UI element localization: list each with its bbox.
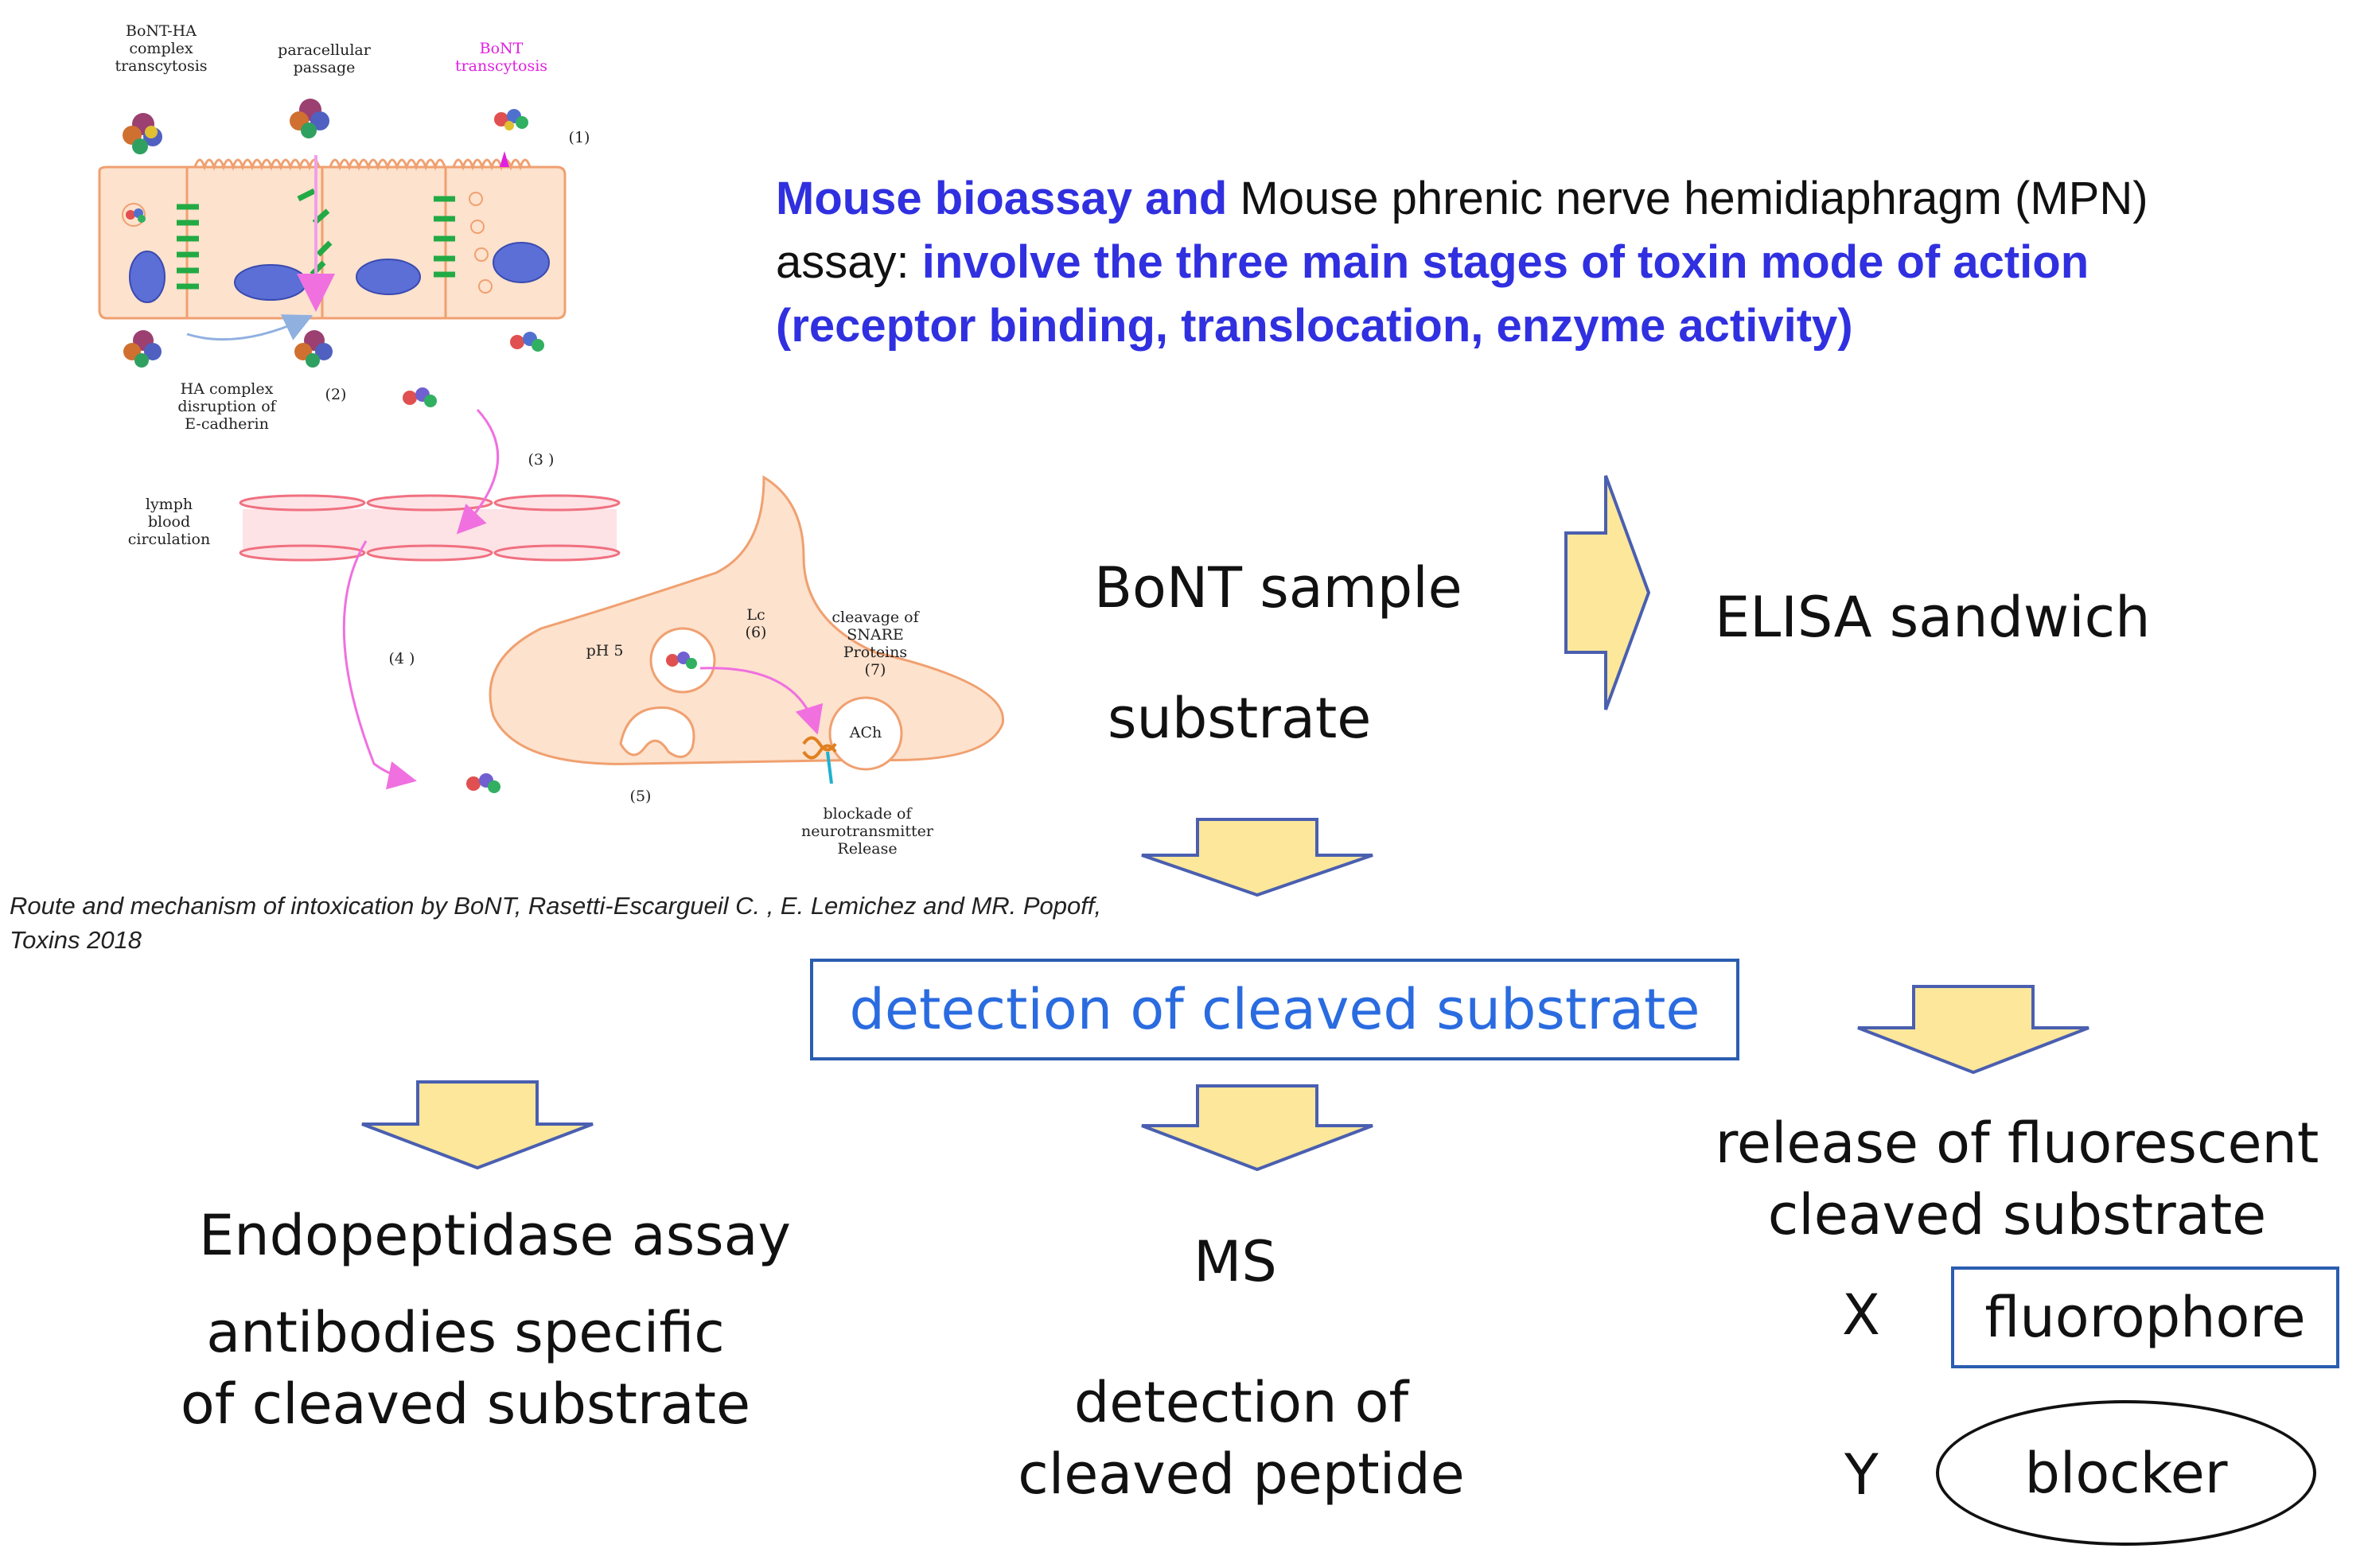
- nucleus-3: [356, 259, 421, 295]
- bont-ha-complex-bottom-1: [123, 330, 162, 368]
- nucleus-1: [129, 251, 166, 303]
- label-step-1: (1): [568, 129, 590, 146]
- label-bont-transcytosis: BoNT transcytosis: [454, 40, 548, 75]
- intro-stages: involve the three main stages of toxin m…: [921, 236, 2089, 288]
- intro-line-2: assay: involve the three main stages of …: [776, 231, 2148, 294]
- blocker-label: blocker: [2024, 1440, 2228, 1506]
- bont-sample-label: BoNT sample: [1094, 555, 1462, 621]
- ach-vesicle: [828, 696, 903, 771]
- epithelial-cell-3: [321, 165, 447, 320]
- label-step-3: (3 ): [528, 451, 555, 469]
- fluorophore-label: fluorophore: [1984, 1285, 2306, 1350]
- intoxication-diagram: [98, 99, 1005, 793]
- intro-text: Mouse bioassay and Mouse phrenic nerve h…: [776, 167, 2148, 358]
- detection-box-label: detection of cleaved substrate: [849, 977, 1700, 1042]
- bont-top: [494, 109, 528, 130]
- release-label: release of fluorescent cleaved substrate: [1715, 1111, 2319, 1247]
- blocker-ellipse: blocker: [1936, 1400, 2316, 1546]
- snare-stem: [826, 751, 833, 784]
- x-label: X: [1842, 1282, 1880, 1348]
- label-lc: Lc (6): [745, 606, 767, 641]
- arrow-right-elisa: [1564, 475, 1651, 710]
- fluorophore-box: fluorophore: [1951, 1266, 2339, 1368]
- label-step-4: (4 ): [388, 650, 415, 667]
- lc-arrow: [699, 667, 824, 735]
- microvilli: [193, 158, 532, 171]
- nerve-terminal: [489, 475, 1005, 765]
- bont-in-cell: [126, 208, 146, 223]
- substrate-label: substrate: [1108, 686, 1372, 751]
- label-ph5: pH 5: [586, 642, 624, 659]
- bont-bottom-right: [510, 332, 544, 352]
- epithelial-cell-4: [444, 165, 567, 320]
- nucleus-4: [493, 242, 550, 283]
- bont-free: [403, 387, 437, 407]
- label-ach: ACh: [849, 724, 882, 741]
- label-step-2: (2): [325, 386, 347, 403]
- cell-junctions: [177, 188, 455, 290]
- vesicles: [122, 192, 493, 294]
- bont-endosome: [666, 652, 697, 669]
- label-paracellular-passage: paracellular passage: [278, 41, 371, 76]
- bont-exit: [466, 773, 500, 793]
- snare-complex: [802, 736, 837, 760]
- bont-ha-complex-top: [123, 113, 162, 154]
- label-step-5: (5): [629, 788, 652, 805]
- arrow-down-right: [1857, 985, 2089, 1075]
- intro-line-3: (receptor binding, translocation, enzyme…: [776, 294, 2148, 358]
- epithelial-cells: [98, 158, 567, 320]
- bont-ha-complex-passage: [290, 99, 329, 138]
- label-cleavage-snare: cleavage of SNARE Proteins (7): [831, 609, 919, 679]
- endocytosis-pit: [619, 706, 695, 758]
- nucleus-2: [234, 264, 307, 301]
- label-ha-complex-disruption: HA complex disruption of E-cadherin: [177, 380, 276, 433]
- paracellular-arrow: [186, 314, 314, 341]
- arrow-down-left: [361, 1080, 594, 1170]
- bont-transcytosis-marker: [500, 151, 509, 167]
- arrow-to-blood: [456, 408, 500, 535]
- citation: Route and mechanism of intoxication by B…: [10, 892, 1102, 954]
- antibodies-label: antibodies specific of cleaved substrate: [180, 1300, 751, 1437]
- arrow-to-tissue: [342, 540, 417, 790]
- intro-line-1: Mouse bioassay and Mouse phrenic nerve h…: [776, 167, 2148, 231]
- elisa-label: ELISA sandwich: [1715, 585, 2151, 650]
- blood-vessel: [239, 494, 621, 562]
- label-bont-ha-transcytosis: BoNT-HA complex transcytosis: [115, 22, 208, 75]
- intro-mpn: Mouse phrenic nerve hemidiaphragm (MPN): [1227, 173, 2148, 224]
- ms-label: MS: [1194, 1229, 1277, 1294]
- endopeptidase-label: Endopeptidase assay: [199, 1203, 791, 1268]
- intro-receptor: (receptor binding, translocation, enzyme…: [776, 300, 1853, 352]
- label-lymph-blood: lymph blood circulation: [127, 496, 211, 548]
- arrow-down-middle: [1141, 1084, 1373, 1172]
- detection-peptide-label: detection of cleaved peptide: [1018, 1370, 1465, 1507]
- y-label: Y: [1844, 1442, 1879, 1508]
- arrow-down-center: [1141, 818, 1373, 897]
- intro-assay: assay:: [776, 236, 922, 288]
- intro-bioassay: Mouse bioassay and: [776, 173, 1228, 224]
- detection-box: detection of cleaved substrate: [810, 959, 1739, 1060]
- bont-ha-complex-bottom-2: [294, 330, 333, 368]
- label-blockade: blockade of neurotransmitter Release: [801, 805, 933, 858]
